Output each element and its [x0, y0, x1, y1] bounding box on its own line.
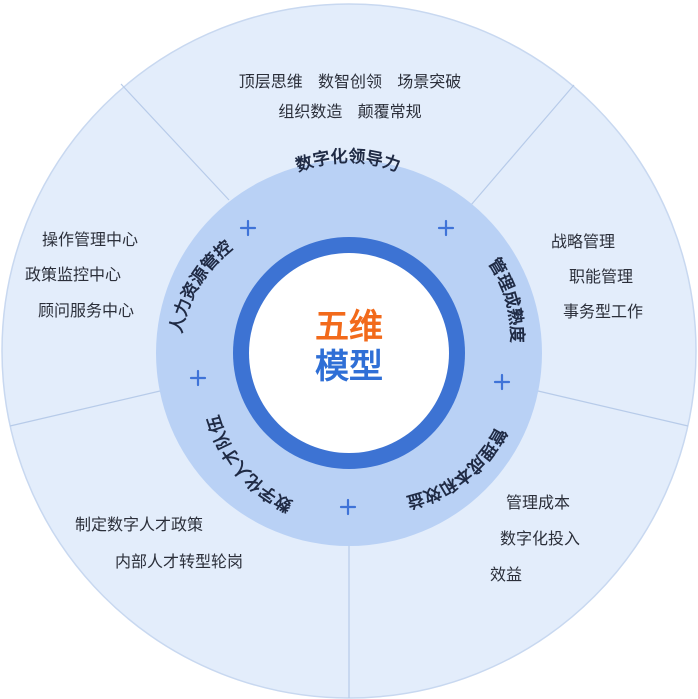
- segment-right-line-1: 战略管理: [551, 232, 615, 251]
- plus-icon: [339, 498, 357, 516]
- segment-right-line-3: 事务型工作: [563, 302, 643, 321]
- segment-divider: [9, 390, 161, 427]
- segment-bottom-left-line-1: 制定数字人才政策: [75, 515, 203, 534]
- segment-bottom-right-line-1: 管理成本: [506, 493, 570, 512]
- plus-icon: [493, 373, 511, 391]
- segment-top-line-1: 顶层思维 数智创领 场景突破: [239, 72, 462, 91]
- segment-left-line-3: 顾问服务中心: [38, 301, 134, 320]
- segment-divider: [537, 390, 689, 427]
- segment-bottom-left-line-2: 内部人才转型轮岗: [115, 552, 243, 571]
- segment-right-line-2: 职能管理: [569, 267, 633, 286]
- center-title-line1: 五维: [315, 307, 383, 347]
- segment-bottom-right-line-3: 效益: [490, 565, 522, 584]
- segment-divider: [470, 84, 575, 206]
- plus-icon: [437, 219, 455, 237]
- segment-left-line-2: 政策监控中心: [25, 265, 121, 284]
- center-disc: [249, 253, 449, 453]
- segment-top-line-2: 组织数造 颠覆常规: [278, 102, 421, 121]
- segment-bottom-right-line-2: 数字化投入: [500, 529, 580, 548]
- center-title-line2: 模型: [315, 347, 383, 387]
- plus-icon: [189, 369, 207, 387]
- segment-left-line-1: 操作管理中心: [42, 230, 138, 249]
- plus-icon: [239, 219, 257, 237]
- segment-divider: [120, 83, 230, 201]
